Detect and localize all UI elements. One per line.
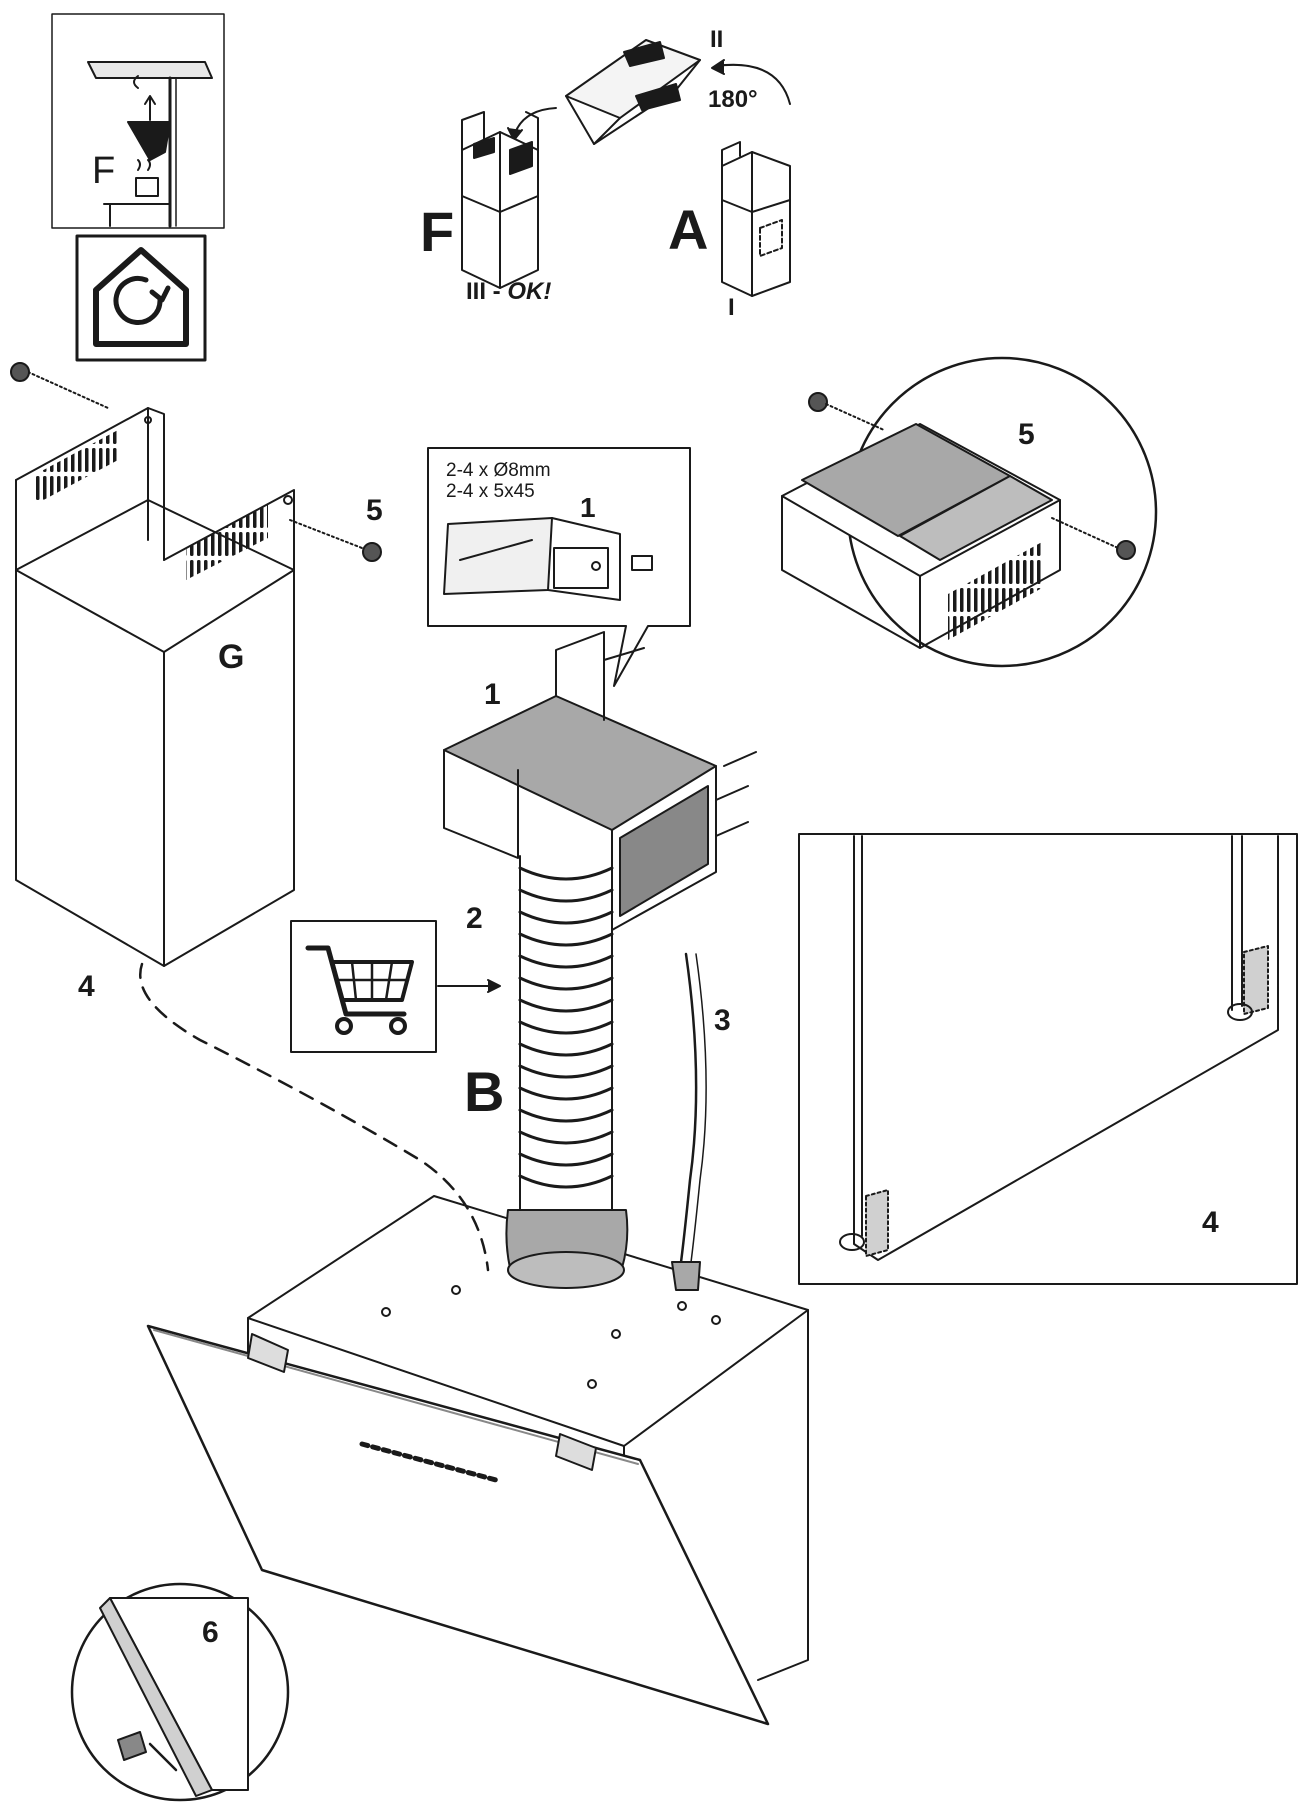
label-f: F (420, 200, 455, 263)
label-hose-2: 2 (466, 902, 483, 935)
chimney-part-rotated (507, 39, 791, 145)
label-screw-5: 5 (366, 494, 383, 527)
flexible-hose-b (505, 855, 629, 1289)
detail-circle-5 (781, 356, 1158, 668)
chimney-g (15, 371, 363, 967)
outlet-bracket-1 (443, 631, 757, 931)
label-step-i: I (728, 294, 735, 321)
detail-circle-6 (70, 1582, 290, 1802)
label-a: A (668, 198, 709, 261)
detail-inset-4 (798, 833, 1298, 1285)
power-cable-3 (671, 952, 707, 1291)
spec-line-2: 2-4 x 5x45 (446, 481, 535, 502)
bracket-spec-callout (427, 447, 691, 687)
label-inset-4: 4 (1202, 1206, 1219, 1239)
spec-line-1: 2-4 x Ø8mm (446, 460, 551, 481)
label-step-iii: III - OK! (466, 280, 551, 304)
chimney-part-f (461, 111, 539, 289)
cooker-hood-body (146, 1195, 809, 1726)
screw-icon (10, 362, 1136, 562)
label-b: B (464, 1060, 505, 1123)
inset-label-f: F (92, 150, 116, 192)
label-cable-4: 4 (78, 970, 95, 1003)
label-bracket-1: 1 (484, 678, 501, 711)
label-step-iii-text: III - (466, 278, 508, 305)
label-circle-5: 5 (1018, 418, 1035, 451)
label-step-iii-ok: OK! (507, 278, 552, 305)
label-inset-1: 1 (580, 492, 596, 523)
label-step-ii: II (710, 26, 724, 53)
label-cable-3: 3 (714, 1004, 731, 1037)
chimney-part-a (721, 141, 791, 297)
label-g: G (218, 638, 245, 676)
label-rotation: 180° (708, 86, 758, 113)
recirculation-inset (51, 13, 225, 229)
label-detail-6: 6 (202, 1616, 219, 1649)
recirculation-house-icon (75, 234, 207, 362)
cable-route-4 (139, 962, 490, 1272)
shopping-cart-icon (290, 920, 501, 1053)
